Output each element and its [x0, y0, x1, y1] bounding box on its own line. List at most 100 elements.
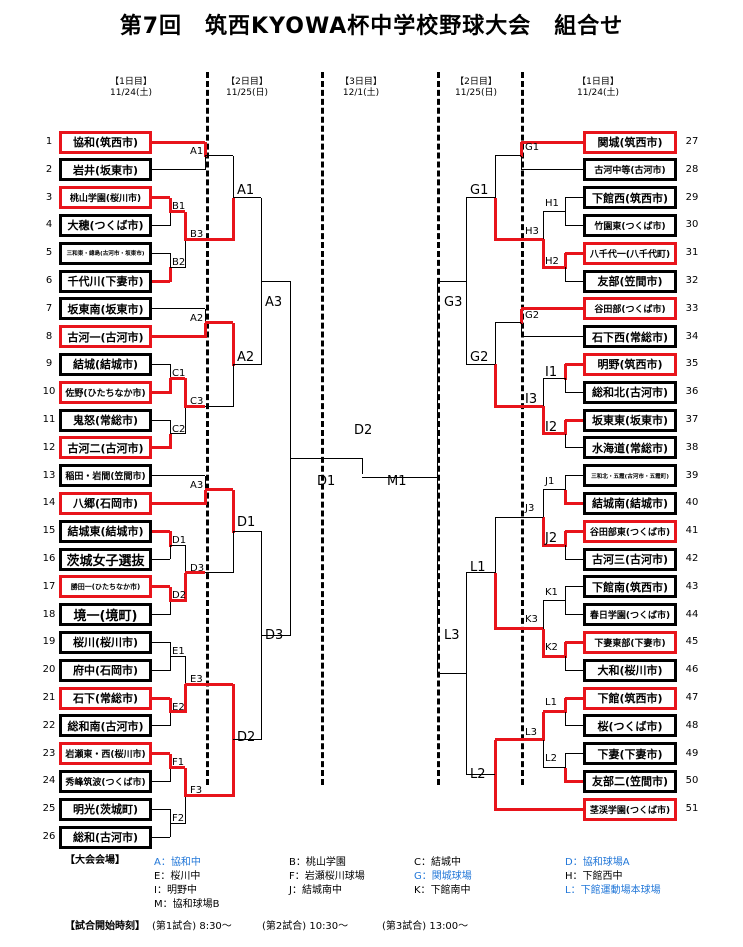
- team-number: 40: [685, 497, 699, 509]
- team-box: 桜川(桜川市): [59, 630, 152, 654]
- team-number: 21: [42, 692, 56, 703]
- venue-item: C：結城中: [414, 856, 461, 870]
- game-label: M1: [387, 474, 407, 489]
- team-box: 府中(石岡市): [59, 658, 152, 682]
- team-number: 15: [42, 525, 56, 537]
- venue-item: J：結城南中: [289, 884, 342, 898]
- bracket-line: [543, 600, 565, 602]
- team-box: 石下西(常総市): [583, 325, 677, 349]
- team-number: 16: [42, 553, 56, 564]
- team-number: 51: [685, 803, 699, 815]
- bracket-line: [170, 376, 185, 380]
- venue-code: M：: [154, 899, 173, 910]
- team-number: 50: [685, 775, 699, 787]
- bracket-line: [563, 364, 567, 380]
- venue-name: 協和球場B: [172, 899, 220, 910]
- bracket-line: [170, 599, 185, 603]
- bracket-line: [543, 211, 565, 212]
- bracket-line: [205, 572, 233, 574]
- bracket-line: [152, 390, 170, 394]
- game-label: F3: [190, 785, 203, 796]
- bracket-line: [232, 364, 234, 407]
- venue-name: 下館西中: [582, 871, 623, 882]
- game-label: I3: [525, 392, 538, 407]
- game-label: A3: [265, 295, 283, 310]
- bracket-line: [542, 489, 544, 518]
- team-box: 友部(笠間市): [583, 269, 677, 293]
- bracket-line: [564, 267, 566, 282]
- bracket-line: [152, 419, 170, 421]
- bracket-line: [169, 711, 171, 727]
- game-label: D2: [237, 730, 256, 745]
- bracket-line: [168, 753, 172, 769]
- bracket-line: [152, 169, 205, 171]
- bracket-line: [169, 823, 171, 838]
- team-number: 36: [685, 386, 699, 398]
- game-label: D1: [237, 515, 256, 530]
- team-number: 47: [685, 692, 699, 703]
- bracket-line: [565, 251, 583, 255]
- bracket-line: [563, 698, 567, 714]
- bracket-line: [494, 322, 496, 365]
- day-header-label: 【3日目】: [340, 77, 382, 87]
- venue-item: B：桃山学園: [289, 856, 346, 870]
- team-number: 39: [685, 469, 699, 481]
- venue-name: 下館運動場本球場: [580, 885, 661, 896]
- bracket-line: [542, 600, 544, 629]
- game-label: L3: [444, 628, 460, 643]
- team-box: 協和(筑西市): [59, 130, 152, 154]
- day-divider: [437, 72, 440, 785]
- team-box: 古河中等(古河市): [583, 158, 677, 182]
- bracket-line: [168, 698, 172, 714]
- bracket-line: [564, 711, 566, 727]
- venue-item: I：明野中: [154, 884, 197, 898]
- bracket-line: [169, 809, 171, 824]
- team-number: 37: [685, 414, 699, 425]
- game-label: J1: [545, 476, 555, 487]
- bracket-line: [493, 197, 497, 241]
- game-label: H1: [545, 198, 559, 209]
- bracket-line: [493, 572, 497, 630]
- bracket-line: [541, 711, 545, 742]
- bracket-line: [185, 682, 205, 686]
- team-number: 6: [45, 275, 53, 286]
- bracket-line: [563, 531, 567, 547]
- game-label: D3: [190, 563, 205, 574]
- bracket-line: [205, 155, 233, 157]
- day-header-day2-right: 【2日目】 11/25(日): [431, 77, 521, 99]
- team-box: 大和(桜川市): [583, 658, 677, 682]
- venue-item: L：下館運動場本球場: [565, 884, 661, 898]
- team-number: 33: [685, 302, 699, 314]
- bracket-line: [520, 322, 522, 338]
- team-box: 岩瀬東・西(桜川市): [59, 742, 152, 766]
- bracket-line: [184, 239, 186, 268]
- team-number: 25: [42, 803, 56, 815]
- bracket-line: [563, 767, 567, 783]
- bracket-line: [185, 237, 205, 241]
- team-number: 8: [45, 330, 53, 342]
- team-number: 45: [685, 636, 699, 648]
- bracket-line: [493, 739, 497, 776]
- bracket-line: [183, 684, 187, 714]
- bracket-line: [169, 656, 171, 671]
- game-label: E2: [172, 702, 185, 713]
- team-number: 30: [685, 219, 699, 231]
- bracket-line: [168, 531, 172, 547]
- team-box: 下館(筑西市): [583, 686, 677, 710]
- game-label: D1: [317, 474, 336, 489]
- bracket-line: [521, 627, 543, 630]
- team-box: 結城東(結城市): [59, 519, 152, 543]
- bracket-line: [564, 600, 566, 616]
- bracket-line: [185, 793, 205, 797]
- bracket-line: [565, 614, 583, 616]
- bracket-line: [152, 641, 170, 643]
- bracket-line: [543, 767, 565, 768]
- bracket-line: [495, 516, 521, 518]
- bracket-line: [521, 336, 583, 338]
- day-header-label: 【2日目】: [455, 77, 497, 87]
- bracket-line: [565, 362, 583, 366]
- bracket-line: [168, 197, 172, 213]
- bracket-line: [231, 322, 235, 366]
- venue-code: A：: [154, 857, 171, 868]
- bracket-line: [152, 363, 170, 365]
